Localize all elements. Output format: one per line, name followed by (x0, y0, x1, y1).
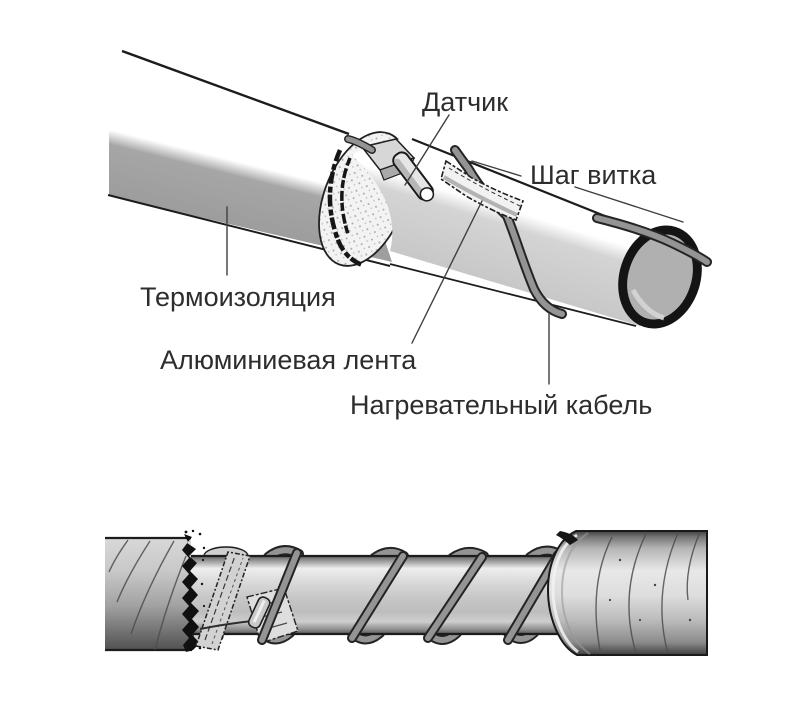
temperature-sensor-side (247, 596, 271, 629)
pipe-end-inner-highlight (630, 288, 665, 321)
pipe-bottom-edge (389, 263, 637, 327)
cable-at-cut-face-2 (340, 157, 352, 235)
aluminum-tape-leader (411, 200, 483, 344)
sensor-wire (345, 136, 375, 153)
torn-insulation-edge (182, 534, 200, 652)
label-heating-cable: Нагревательный кабель (350, 390, 652, 420)
bottom-figure-pipe-side-view (105, 529, 708, 656)
left-insulation-section (105, 537, 191, 651)
aluminum-tape-band-side (195, 551, 251, 651)
aluminum-tape-crease (448, 167, 521, 207)
right-insulation-top-blob (556, 531, 578, 545)
aluminum-tape-shade (442, 175, 518, 217)
tape-band-crease-1 (204, 555, 236, 641)
top-figure-insulated-pipe-cutaway (107, 49, 712, 329)
labels: Датчик Шаг витка Термоизоляция Алюминиев… (140, 87, 657, 420)
label-thermal-insulation: Термоизоляция (140, 282, 336, 312)
heating-cable-end (594, 215, 710, 265)
label-aluminum-tape: Алюминиевая лента (160, 345, 417, 375)
right-insulation-texture (595, 531, 701, 655)
label-sensor: Датчик (422, 87, 508, 117)
insulation-top-edge (121, 49, 350, 136)
right-insulation-section (546, 530, 708, 656)
coil-pitch-line-right (574, 186, 684, 223)
cable-at-cut-face (327, 149, 363, 268)
right-insulation-cap-highlight (551, 533, 579, 654)
leader-lines (226, 114, 550, 385)
right-insulation-cap-shade (560, 532, 591, 655)
label-coil-pitch: Шаг витка (530, 160, 657, 190)
sensor-wire-side (199, 620, 253, 630)
sensor-leader (404, 114, 450, 186)
coil-pitch-line-left (471, 160, 522, 177)
